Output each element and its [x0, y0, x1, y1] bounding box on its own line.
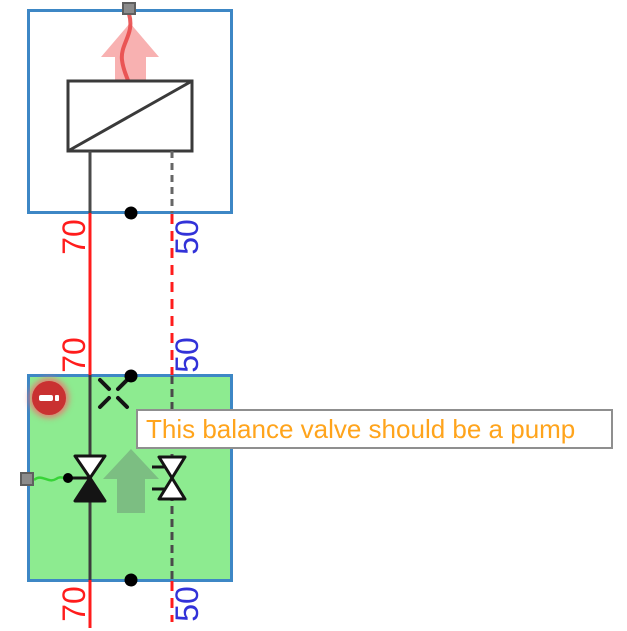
port-junction-top-box[interactable]: [124, 206, 138, 220]
supply-valve-icon[interactable]: [33, 454, 107, 503]
warning-tooltip: This balance valve should be a pump: [136, 409, 613, 449]
heat-exchanger-symbol[interactable]: [66, 79, 194, 153]
error-badge-minus-circle-icon[interactable]: [32, 381, 66, 415]
connection-handle-top[interactable]: [122, 2, 136, 15]
minus-bar-dot: [55, 395, 59, 401]
connection-handle-left[interactable]: [20, 472, 34, 486]
return-temp-label-mid: 50: [169, 337, 205, 373]
heat-demand-arrow-icon: [101, 23, 159, 80]
minus-bar: [39, 395, 53, 401]
return-temp-label-bottom: 50: [169, 586, 205, 622]
return-temp-label-top: 50: [169, 219, 205, 255]
flow-arrow-icon: [103, 449, 159, 513]
balance-valve-icon[interactable]: [152, 455, 187, 501]
supply-temp-label-bottom: 70: [56, 586, 92, 622]
port-junction-green-box-bottom[interactable]: [124, 573, 138, 587]
x-mark-icon: [98, 378, 129, 409]
port-junction-green-box-top[interactable]: [124, 369, 138, 383]
actuator-wire: [33, 476, 67, 482]
valve-stem-junction: [63, 473, 73, 483]
supply-temp-label-top: 70: [56, 219, 92, 255]
supply-temp-label-mid: 70: [56, 337, 92, 373]
